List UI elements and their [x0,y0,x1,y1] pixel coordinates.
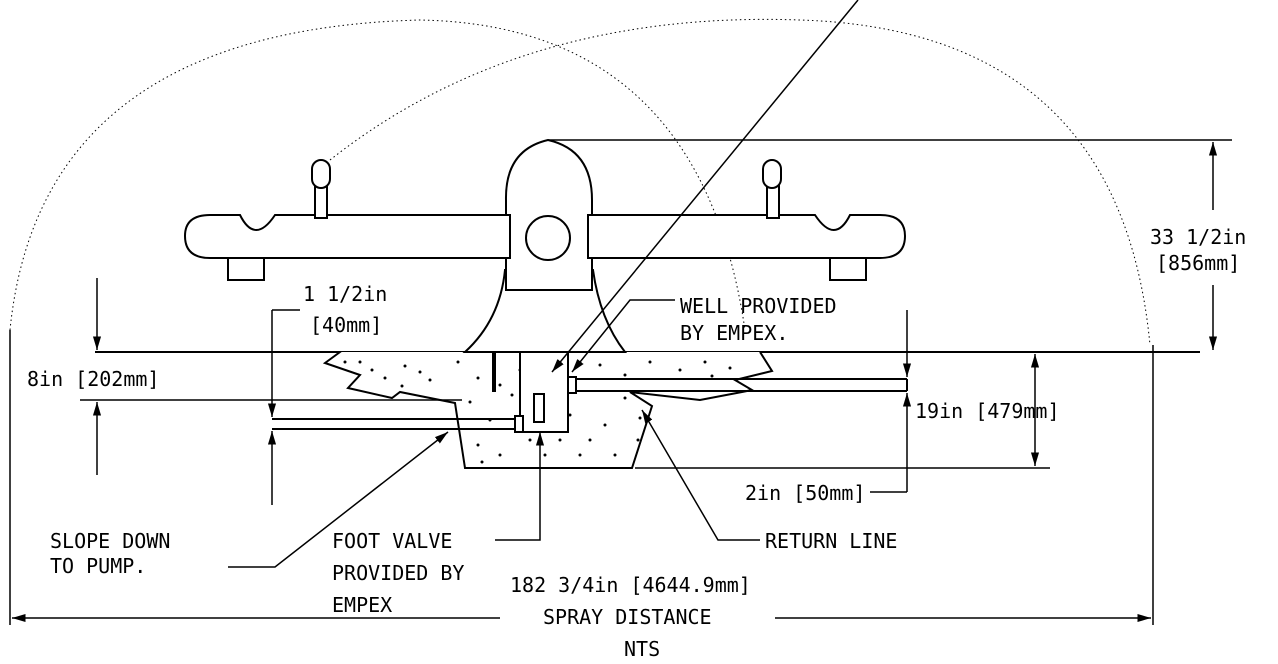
well-provided-leader [571,299,675,373]
dim-19in [635,354,1050,469]
foot-valve-leader [495,432,545,541]
label-40mm: [40mm] [310,313,382,337]
dim-8in [80,278,462,475]
label-well-1: WELL PROVIDED [680,294,837,318]
label-spray-distance: SPRAY DISTANCE [543,605,712,629]
label-foot-1: FOOT VALVE [332,529,452,553]
label-return-line: RETURN LINE [765,529,897,553]
label-856mm: [856mm] [1156,251,1240,275]
return-line-leader [641,409,760,541]
well-leader [551,0,859,373]
spray-arc-left [9,19,746,331]
label-2in: 2in [50mm] [745,481,865,505]
concrete-stipple [343,360,732,464]
supply-pipe [272,415,524,433]
dim-1-5in [267,309,300,505]
label-slope-2: TO PUMP. [50,554,146,578]
spray-fountain [183,138,907,353]
label-slope-1: SLOPE DOWN [50,529,170,553]
label-spray-dim: 182 3/4in [4644.9mm] [510,573,751,597]
label-nts: NTS [624,637,660,661]
label-foot-3: EMPEX [332,593,392,617]
label-8in: 8in [202mm] [27,367,159,391]
slope-leader [228,431,449,568]
dim-33in [548,139,1232,350]
label-19in: 19in [479mm] [915,399,1060,423]
label-33in: 33 1/2in [1150,225,1246,249]
label-well-2: BY EMPEX. [680,321,788,345]
dim-2in [870,310,912,493]
label-1-5in: 1 1/2in [303,282,387,306]
foot-valve [533,393,545,423]
label-foot-2: PROVIDED BY [332,561,464,585]
dim-spray-distance [9,330,1154,625]
return-pipe [567,376,908,394]
